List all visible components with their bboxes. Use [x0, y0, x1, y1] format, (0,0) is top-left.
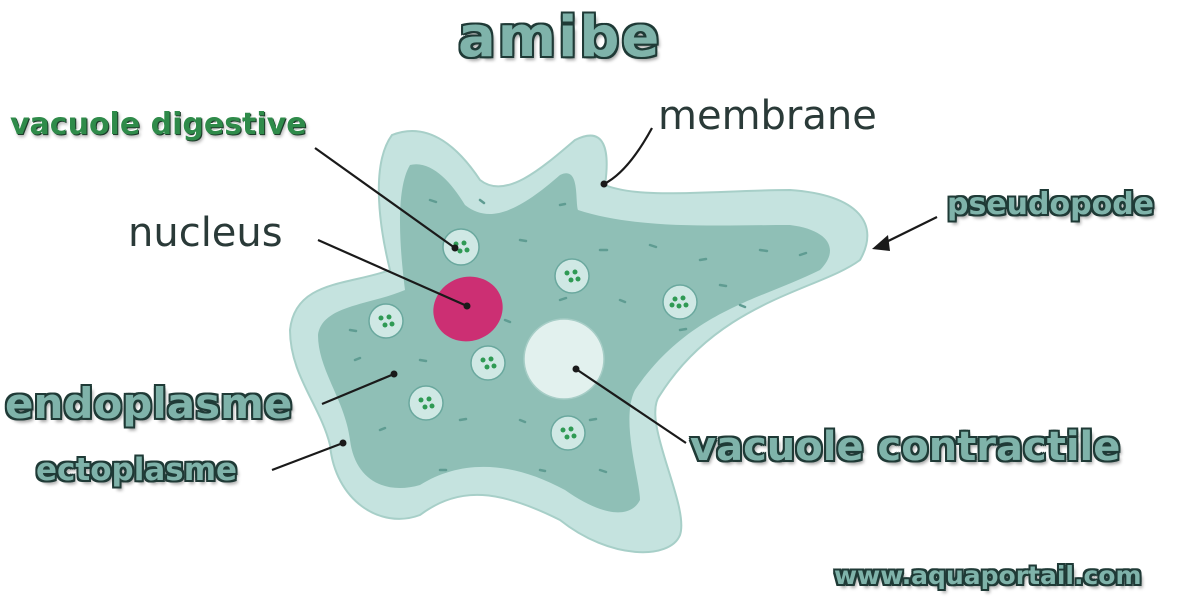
diagram-title: amibe — [458, 5, 662, 70]
leader-ectoplasme — [271, 441, 344, 472]
watermark-url: www.aquaportail.com — [834, 561, 1142, 590]
food-vacuole — [368, 303, 404, 339]
food-particles — [378, 240, 689, 440]
food-vacuoles — [368, 228, 698, 451]
pseudopode-arrow-icon — [872, 235, 890, 251]
leader-nucleus — [317, 238, 468, 308]
food-vacuole — [550, 415, 586, 451]
contractile-vacuole — [523, 318, 605, 400]
label-nucleus: nucleus — [128, 210, 283, 256]
food-vacuole — [470, 345, 506, 381]
leader-membrane — [603, 127, 653, 185]
food-vacuole — [554, 258, 590, 294]
label-endoplasme: endoplasme — [5, 379, 293, 428]
label-ectoplasme: ectoplasme — [36, 452, 238, 488]
leader-endoplasme — [321, 372, 395, 406]
food-vacuole — [442, 228, 480, 266]
leader-endpoints — [339, 180, 608, 447]
leader-vacuole-contractile — [575, 368, 687, 444]
label-membrane: membrane — [658, 93, 877, 139]
leader-vacuole-digestive — [314, 147, 456, 249]
food-vacuole — [662, 284, 698, 320]
food-vacuole — [408, 385, 444, 421]
label-vacuole-contractile: vacuole contractile — [690, 424, 1121, 470]
label-vacuole-digestive: vacuole digestive — [10, 107, 307, 142]
label-pseudopode: pseudopode — [947, 187, 1155, 222]
